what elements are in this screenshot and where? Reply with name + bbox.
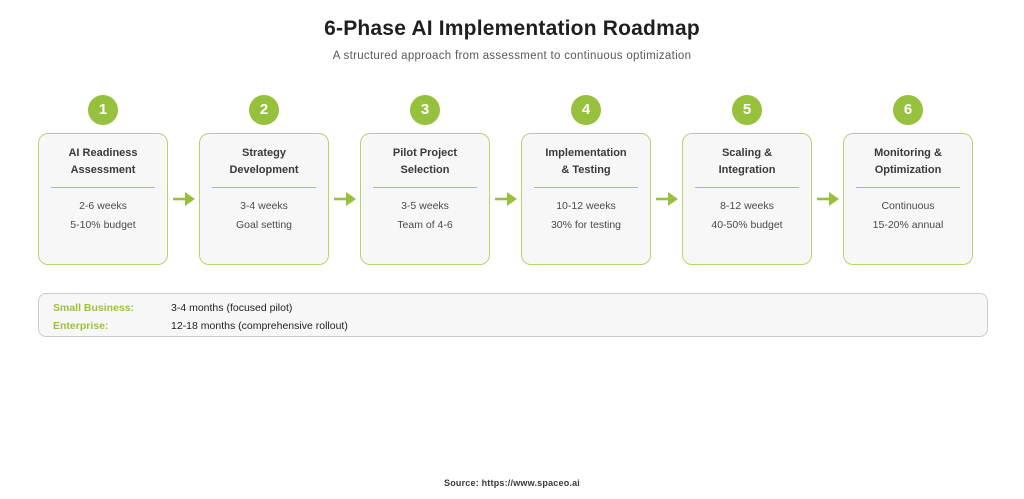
phase-4-title: Implementation & Testing xyxy=(522,145,650,179)
phase-6-number-badge: 6 xyxy=(893,95,923,125)
phase-2-details: 3-4 weeks Goal setting xyxy=(200,197,328,235)
phase-3-number-badge: 3 xyxy=(410,95,440,125)
phase-4-title-line1: Implementation xyxy=(545,147,627,159)
phase-2-title: Strategy Development xyxy=(200,145,328,179)
phase-3-title-line1: Pilot Project xyxy=(392,147,458,159)
phase-4-detail-duration: 10-12 weeks xyxy=(556,200,616,212)
phase-4-details: 10-12 weeks 30% for testing xyxy=(522,197,650,235)
phase-3-detail-note: Team of 4-6 xyxy=(397,219,453,231)
phase-2-divider xyxy=(212,187,316,188)
phase-2: 2 Strategy Development 3-4 weeks Goal se… xyxy=(199,95,329,265)
phase-6-title-line2: Optimization xyxy=(874,164,942,176)
phase-2-title-line2: Development xyxy=(229,164,299,176)
phase-6: 6 Monitoring & Optimization Continuous 1… xyxy=(843,95,973,265)
phase-6-detail-note: 15-20% annual xyxy=(872,219,944,231)
phase-6-divider xyxy=(856,187,960,188)
arrow-1-2 xyxy=(168,192,199,206)
phase-4-detail-note: 30% for testing xyxy=(550,219,622,231)
phase-1-title-line1: AI Readiness xyxy=(68,147,138,159)
phase-6-detail-duration: Continuous xyxy=(881,200,935,212)
phase-1-card: AI Readiness Assessment 2-6 weeks 5-10% … xyxy=(38,133,168,265)
phase-3-title-line2: Selection xyxy=(400,164,450,176)
phases-row: 1 AI Readiness Assessment 2-6 weeks 5-10… xyxy=(38,95,973,265)
phase-2-detail-duration: 3-4 weeks xyxy=(240,200,288,212)
source-attribution: Source: https://www.spaceo.ai xyxy=(444,478,580,488)
phase-4: 4 Implementation & Testing 10-12 weeks 3… xyxy=(521,95,651,265)
phase-3-divider xyxy=(373,187,477,188)
arrow-3-4 xyxy=(490,192,521,206)
arrow-2-3 xyxy=(329,192,360,206)
phase-6-card: Monitoring & Optimization Continuous 15-… xyxy=(843,133,973,265)
phase-5: 5 Scaling & Integration 8-12 weeks 40-50… xyxy=(682,95,812,265)
phase-5-detail-duration: 8-12 weeks xyxy=(720,200,774,212)
header: 6-Phase AI Implementation Roadmap A stru… xyxy=(0,17,1024,62)
phase-6-details: Continuous 15-20% annual xyxy=(844,197,972,235)
right-arrow-icon xyxy=(172,192,195,206)
phase-2-card: Strategy Development 3-4 weeks Goal sett… xyxy=(199,133,329,265)
phase-4-number-badge: 4 xyxy=(571,95,601,125)
phase-3: 3 Pilot Project Selection 3-5 weeks Team… xyxy=(360,95,490,265)
phase-1: 1 AI Readiness Assessment 2-6 weeks 5-10… xyxy=(38,95,168,265)
right-arrow-icon xyxy=(655,192,678,206)
phase-1-title-line2: Assessment xyxy=(70,164,136,176)
phase-5-title-line2: Integration xyxy=(718,164,776,176)
phase-1-detail-note: 5-10% budget xyxy=(70,219,136,231)
phase-2-number-badge: 2 xyxy=(249,95,279,125)
phase-3-details: 3-5 weeks Team of 4-6 xyxy=(361,197,489,235)
small-business-label: Small Business: xyxy=(53,302,135,314)
page-title: 6-Phase AI Implementation Roadmap xyxy=(324,17,700,40)
phase-3-detail-duration: 3-5 weeks xyxy=(401,200,449,212)
phase-1-details: 2-6 weeks 5-10% budget xyxy=(39,197,167,235)
enterprise-label: Enterprise: xyxy=(53,320,109,332)
phase-3-card: Pilot Project Selection 3-5 weeks Team o… xyxy=(360,133,490,265)
phase-1-divider xyxy=(51,187,155,188)
phase-6-title-line1: Monitoring & xyxy=(874,147,942,159)
small-business-value: 3-4 months (focused pilot) xyxy=(171,302,293,314)
arrow-5-6 xyxy=(812,192,843,206)
phase-5-title-line1: Scaling & xyxy=(721,147,773,159)
phase-5-title: Scaling & Integration xyxy=(683,145,811,179)
right-arrow-icon xyxy=(333,192,356,206)
phase-5-number-badge: 5 xyxy=(732,95,762,125)
phase-5-detail-note: 40-50% budget xyxy=(711,219,783,231)
arrow-4-5 xyxy=(651,192,682,206)
enterprise-value: 12-18 months (comprehensive rollout) xyxy=(171,320,348,332)
summary-row-enterprise: Enterprise: 12-18 months (comprehensive … xyxy=(39,317,987,335)
phase-5-details: 8-12 weeks 40-50% budget xyxy=(683,197,811,235)
page-subtitle: A structured approach from assessment to… xyxy=(332,50,692,62)
phase-4-title-line2: & Testing xyxy=(561,164,611,176)
right-arrow-icon xyxy=(494,192,517,206)
phase-2-detail-note: Goal setting xyxy=(235,219,293,231)
phase-4-card: Implementation & Testing 10-12 weeks 30%… xyxy=(521,133,651,265)
phase-1-title: AI Readiness Assessment xyxy=(39,145,167,179)
summary-row-small-business: Small Business: 3-4 months (focused pilo… xyxy=(39,299,987,317)
phase-4-divider xyxy=(534,187,638,188)
phase-3-title: Pilot Project Selection xyxy=(361,145,489,179)
phase-2-title-line1: Strategy xyxy=(241,147,287,159)
right-arrow-icon xyxy=(816,192,839,206)
phase-1-detail-duration: 2-6 weeks xyxy=(79,200,127,212)
timeline-summary-box: Small Business: 3-4 months (focused pilo… xyxy=(38,293,988,337)
footer: Source: https://www.spaceo.ai xyxy=(0,473,1024,491)
phase-5-divider xyxy=(695,187,799,188)
phase-6-title: Monitoring & Optimization xyxy=(844,145,972,179)
phase-5-card: Scaling & Integration 8-12 weeks 40-50% … xyxy=(682,133,812,265)
phase-1-number-badge: 1 xyxy=(88,95,118,125)
